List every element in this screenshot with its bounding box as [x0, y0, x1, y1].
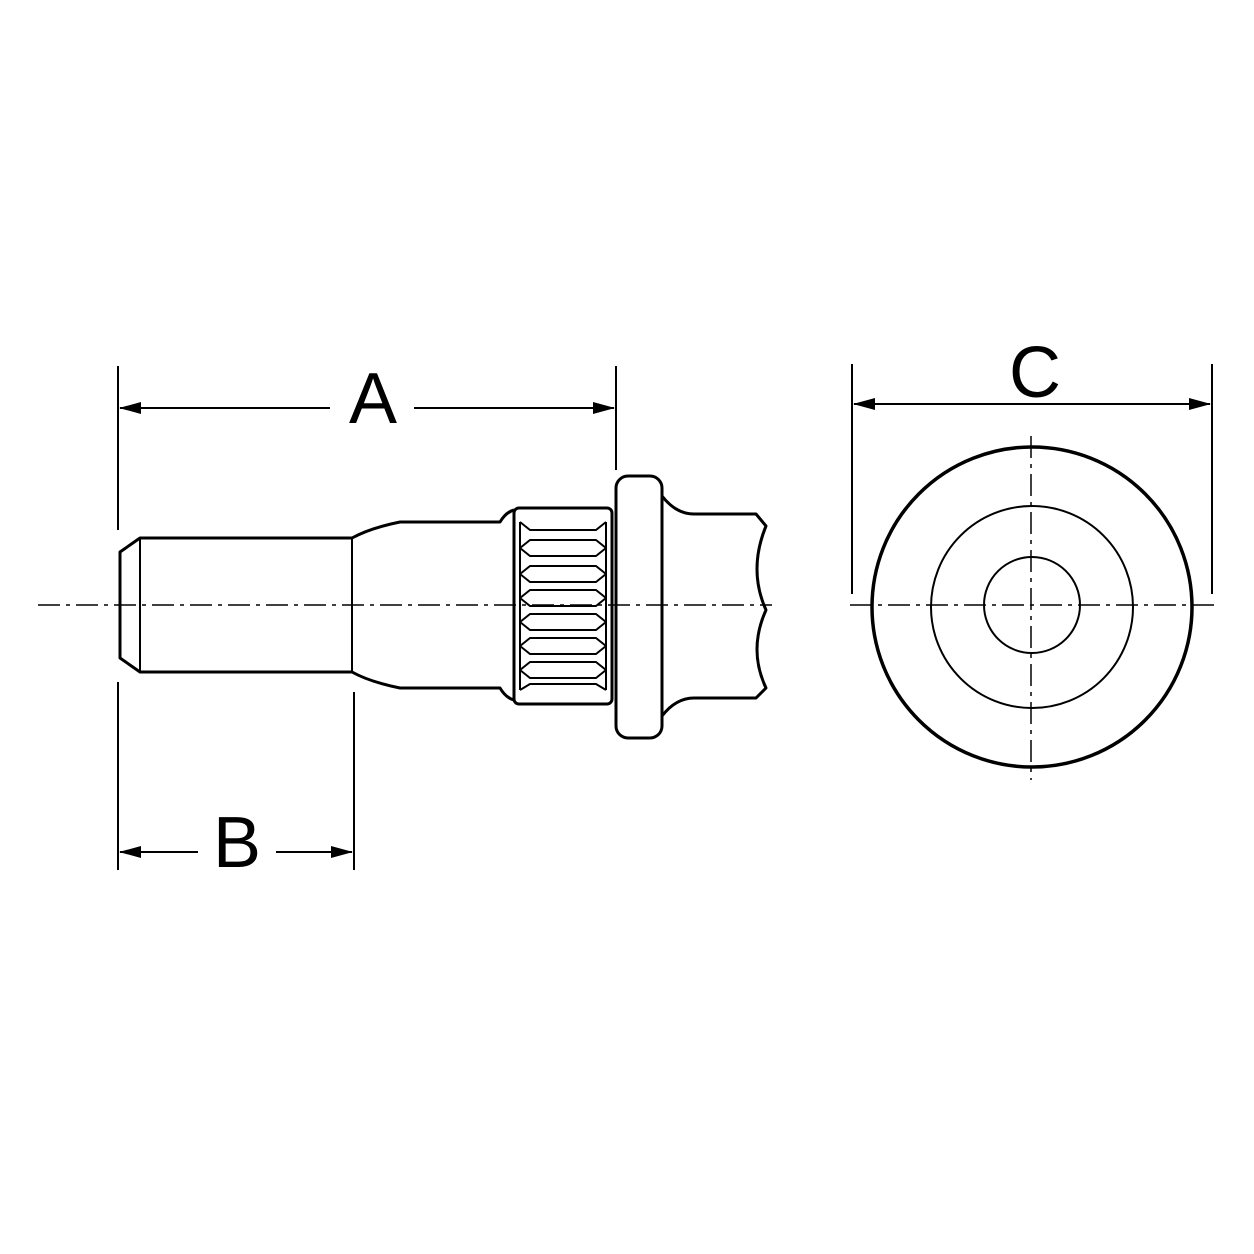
dimension-c	[851, 364, 1213, 594]
dimension-c-label: C	[1009, 333, 1061, 413]
shank-outline	[351, 508, 515, 702]
dimension-b	[117, 682, 355, 870]
head-body	[660, 495, 768, 717]
end-view-middle-circle	[930, 505, 1134, 709]
dimension-a-label: A	[349, 359, 397, 439]
dimension-a	[117, 366, 617, 530]
spline-teeth	[519, 521, 607, 691]
stud-end-view	[850, 436, 1216, 780]
stud-side-view	[118, 474, 768, 740]
end-view-outer-circle	[870, 445, 1194, 769]
dimension-b-label: B	[213, 803, 261, 883]
spline-section	[512, 506, 614, 706]
flange-head	[614, 474, 664, 740]
